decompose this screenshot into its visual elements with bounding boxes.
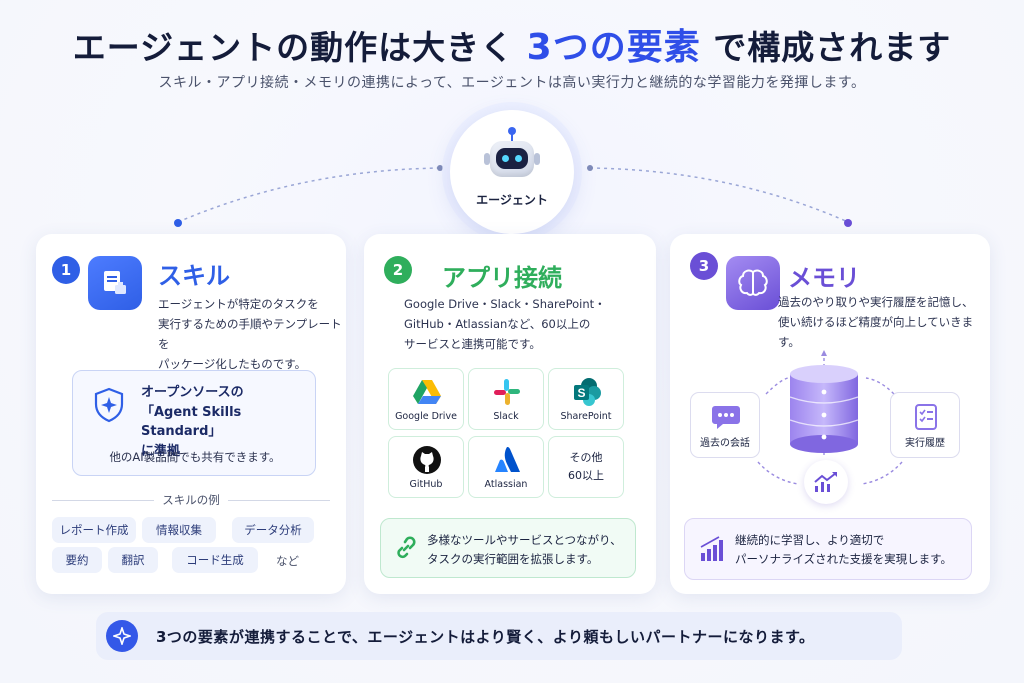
google-drive-icon — [413, 380, 441, 404]
page-subtitle: スキル・アプリ接続・メモリの連携によって、エージェントは高い実行力と継続的な学習… — [158, 75, 866, 91]
database-icon — [789, 365, 859, 453]
slack-icon — [494, 379, 520, 405]
memory-number-badge: 3 — [690, 252, 718, 280]
memory-node-history: 実行履歴 — [890, 392, 960, 458]
page-title: エージェントの動作は大きく 3つの要素 で構成されます — [0, 18, 1024, 70]
skill-standard-box: オープンソースの 「Agent Skills Standard」 に準拠 他のA… — [72, 370, 316, 476]
service-atlassian[interactable]: Atlassian — [468, 436, 544, 498]
apps-description: Google Drive・Slack・SharePoint・ GitHub・At… — [404, 297, 606, 352]
checklist-icon — [915, 404, 937, 430]
skill-description: エージェントが特定のタスクを 実行するための手順やテンプレートを パッケージ化し… — [158, 297, 342, 372]
agent-label: エージェント — [476, 192, 548, 207]
service-other: その他 60以上 — [548, 436, 624, 498]
github-icon — [413, 446, 441, 474]
sharepoint-icon: S — [574, 378, 601, 406]
skill-example-chip: レポート作成 — [52, 517, 136, 543]
skill-package-icon — [88, 256, 142, 310]
skill-example-chip: 要約 — [52, 547, 102, 573]
skill-examples-heading: スキルの例 — [52, 492, 330, 508]
brain-icon — [726, 256, 780, 310]
memory-node-conversation: 過去の会話 — [690, 392, 760, 458]
sparkle-icon — [106, 620, 138, 652]
growth-node — [804, 460, 848, 504]
skill-standard-text: オープンソースの 「Agent Skills Standard」 に準拠 — [141, 385, 244, 459]
shield-icon — [94, 387, 124, 423]
chat-bubble-icon — [712, 406, 740, 429]
apps-title: アプリ接続 — [442, 264, 562, 292]
svg-text:S: S — [577, 386, 585, 400]
memory-title: メモリ — [788, 264, 860, 292]
skill-standard-note: 他のAI製品間でも共有できます。 — [109, 450, 281, 464]
skill-example-chip: データ分析 — [232, 517, 314, 543]
skill-title: スキル — [158, 262, 230, 290]
atlassian-icon — [495, 447, 520, 472]
apps-number-badge: 2 — [384, 256, 412, 284]
skill-card: 1 スキル エージェントが特定のタスクを 実行するための手順やテンプレートを パ… — [36, 234, 346, 594]
agent-hub: エージェント — [450, 110, 574, 234]
robot-icon — [482, 126, 542, 183]
title-before: エージェントの動作は大きく — [72, 28, 515, 67]
title-accent: 3つの要素 — [526, 27, 701, 68]
apps-card: 2 アプリ接続 Google Drive・Slack・SharePoint・ G… — [364, 234, 656, 594]
trend-up-icon — [814, 472, 837, 492]
memory-note: 継続的に学習し、より適切で パーソナライズされた支援を実現します。 — [684, 518, 972, 580]
skill-example-chip: 情報収集 — [142, 517, 216, 543]
service-slack[interactable]: Slack — [468, 368, 544, 430]
apps-note: 多様なツールやサービスとつながり、 タスクの実行範囲を拡張します。 — [380, 518, 636, 578]
memory-card: 3 メモリ 過去のやり取りや実行履歴を記憶し、 使い続けるほど精度が向上していき… — [670, 234, 990, 594]
skill-example-chip: 翻訳 — [108, 547, 158, 573]
service-sharepoint[interactable]: S SharePoint — [548, 368, 624, 430]
title-after: で構成されます — [713, 28, 952, 67]
service-google-drive[interactable]: Google Drive — [388, 368, 464, 430]
service-github[interactable]: GitHub — [388, 436, 464, 498]
growth-bars-icon — [700, 536, 723, 561]
memory-description: 過去のやり取りや実行履歴を記憶し、 使い続けるほど精度が向上していきます。 — [778, 295, 974, 350]
skill-example-chip: コード生成 — [172, 547, 258, 573]
link-icon — [397, 536, 416, 559]
skill-number-badge: 1 — [52, 256, 80, 284]
footer-message: 3つの要素が連携することで、エージェントはより賢く、より頼もしいパートナーになり… — [156, 627, 815, 646]
footer-message-bar: 3つの要素が連携することで、エージェントはより賢く、より頼もしいパートナーになり… — [96, 612, 902, 660]
skill-examples-etc: など — [276, 554, 299, 568]
